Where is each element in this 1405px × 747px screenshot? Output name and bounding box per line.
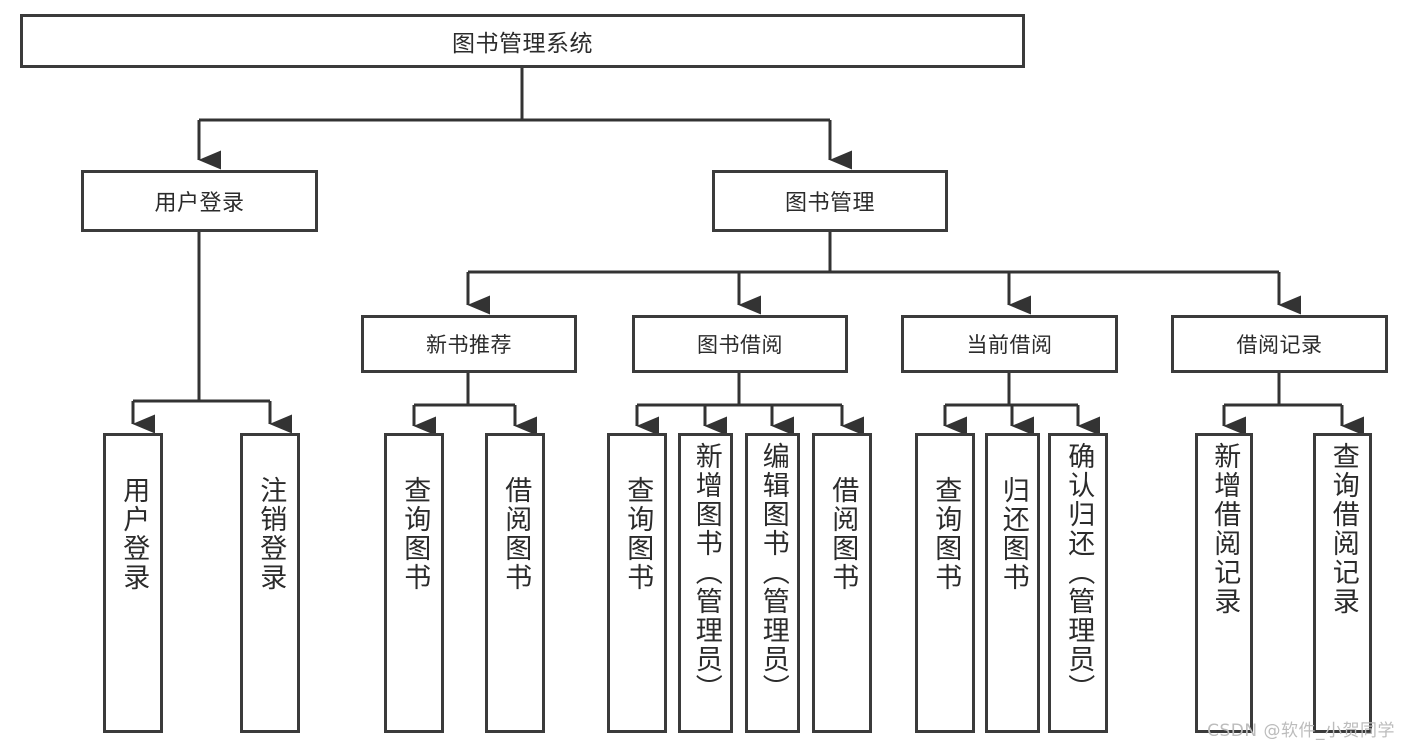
leaf-add-book-admin[interactable]: 新增图书（管理员） (678, 433, 733, 733)
node-user-login[interactable]: 用户登录 (81, 170, 318, 232)
leaf-borrow-book-newbook-label: 借阅图书 (500, 476, 532, 592)
leaf-query-book-current[interactable]: 查询图书 (915, 433, 975, 733)
leaf-return-book[interactable]: 归还图书 (985, 433, 1040, 733)
node-book-borrow[interactable]: 图书借阅 (632, 315, 848, 373)
leaf-borrow-book-newbook[interactable]: 借阅图书 (485, 433, 545, 733)
leaf-add-borrow-record-label: 新增借阅记录 (1209, 442, 1241, 616)
node-book-management-label: 图书管理 (784, 191, 875, 216)
leaf-add-book-admin-label: 新增图书（管理员） (690, 442, 722, 703)
node-new-book-recommend[interactable]: 新书推荐 (361, 315, 577, 373)
node-root-label: 图书管理系统 (452, 31, 593, 57)
leaf-query-borrow-record-label: 查询借阅记录 (1327, 442, 1359, 616)
node-user-login-label: 用户登录 (154, 191, 245, 216)
leaf-query-book-newbook-label: 查询图书 (399, 476, 431, 592)
leaf-query-borrow-record[interactable]: 查询借阅记录 (1313, 433, 1372, 733)
leaf-edit-book-admin[interactable]: 编辑图书（管理员） (745, 433, 800, 733)
leaf-add-borrow-record[interactable]: 新增借阅记录 (1195, 433, 1253, 733)
leaf-borrow-book-borrow[interactable]: 借阅图书 (812, 433, 872, 733)
node-borrow-record-label: 借阅记录 (1236, 333, 1323, 357)
node-current-borrow-label: 当前借阅 (966, 333, 1053, 357)
leaf-user-login-label: 用户登录 (118, 476, 150, 592)
node-book-borrow-label: 图书借阅 (697, 333, 783, 357)
leaf-query-book-current-label: 查询图书 (930, 476, 962, 592)
watermark-text: CSDN @软件_小贺同学 (1207, 721, 1395, 741)
leaf-confirm-return-admin[interactable]: 确认归还（管理员） (1048, 433, 1108, 733)
leaf-user-login[interactable]: 用户登录 (103, 433, 163, 733)
leaf-query-book-borrow-label: 查询图书 (622, 476, 654, 592)
node-book-management[interactable]: 图书管理 (712, 170, 948, 232)
node-new-book-recommend-label: 新书推荐 (426, 333, 512, 357)
node-current-borrow[interactable]: 当前借阅 (901, 315, 1118, 373)
leaf-confirm-return-admin-label: 确认归还（管理员） (1063, 442, 1095, 703)
leaf-return-book-label: 归还图书 (997, 476, 1029, 592)
leaf-query-book-borrow[interactable]: 查询图书 (607, 433, 667, 733)
leaf-logout[interactable]: 注销登录 (240, 433, 300, 733)
node-borrow-record[interactable]: 借阅记录 (1171, 315, 1388, 373)
leaf-query-book-newbook[interactable]: 查询图书 (384, 433, 444, 733)
leaf-edit-book-admin-label: 编辑图书（管理员） (757, 442, 789, 703)
leaf-logout-label: 注销登录 (255, 476, 287, 592)
leaf-borrow-book-borrow-label: 借阅图书 (827, 476, 859, 592)
node-root-system[interactable]: 图书管理系统 (20, 14, 1025, 68)
